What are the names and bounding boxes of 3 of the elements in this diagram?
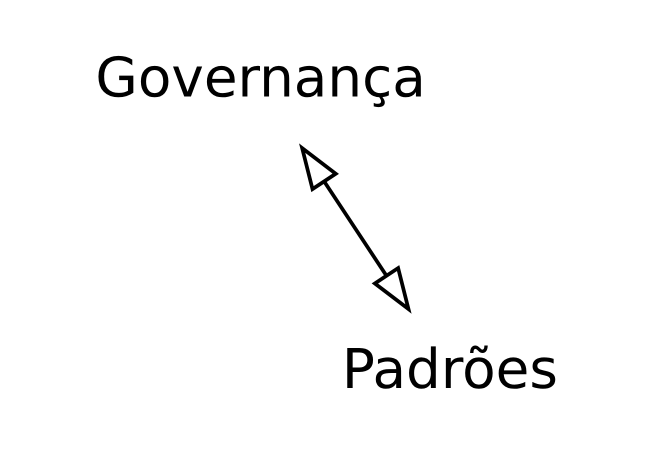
node-text: Padrões (341, 337, 558, 402)
node-text: Governança (94, 46, 426, 110)
arrow (298, 143, 412, 314)
